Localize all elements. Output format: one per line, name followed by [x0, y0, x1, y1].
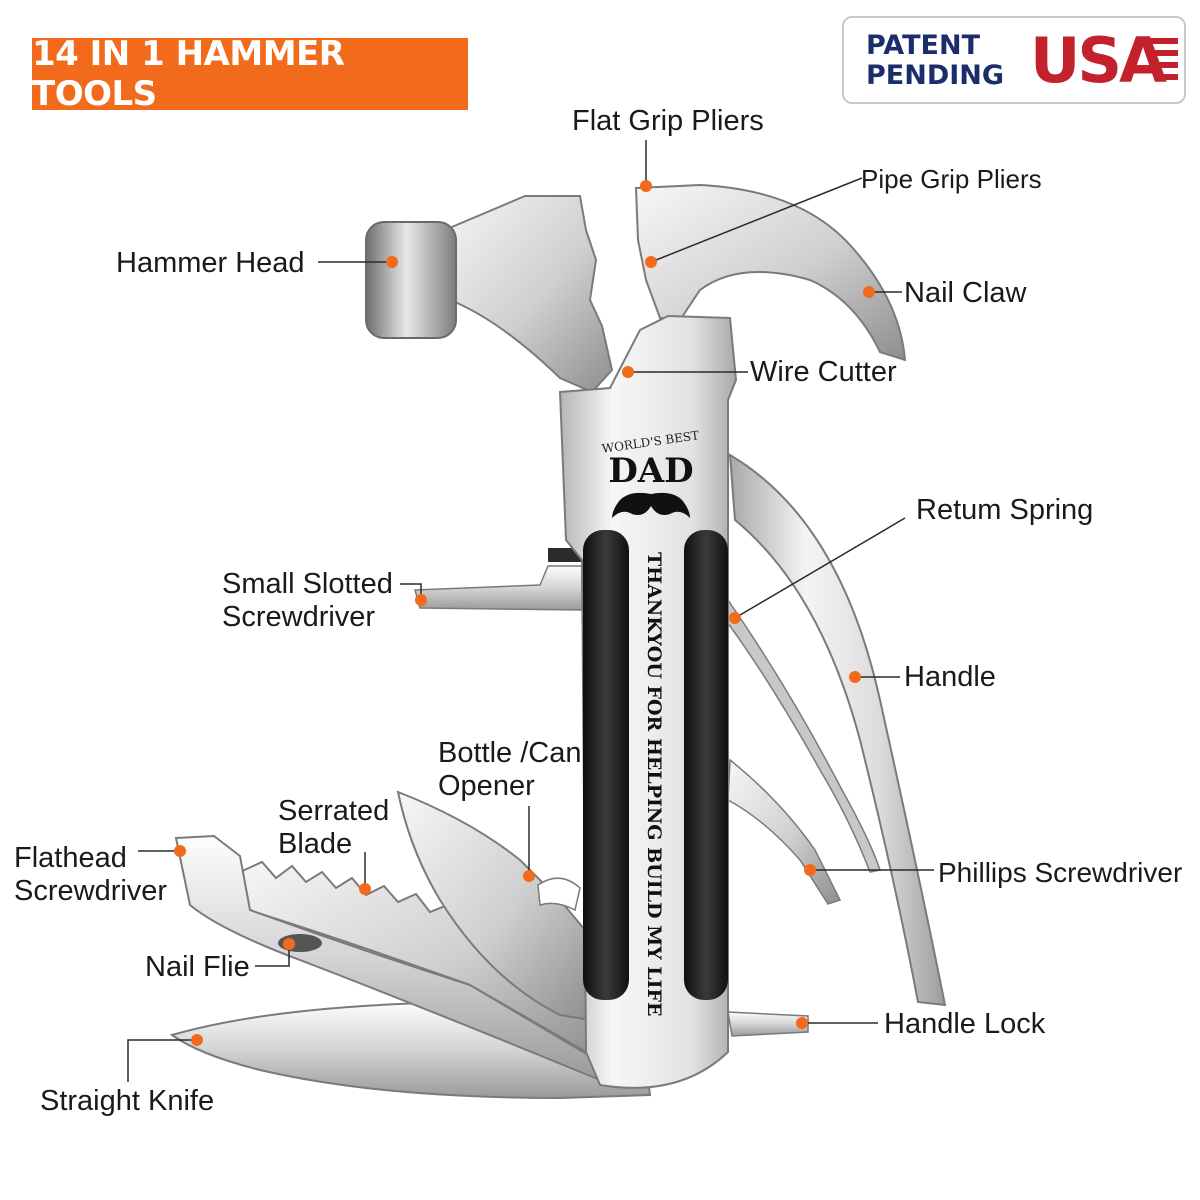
- marker-return-spring: [729, 612, 741, 624]
- label-serrated-line-1: Serrated: [278, 795, 390, 827]
- label-return-spring: Retum Spring: [916, 494, 1094, 526]
- label-serrated-line-2: Blade: [278, 828, 353, 860]
- label-bottle-line-2: Opener: [438, 770, 535, 802]
- mustache-icon: [612, 492, 690, 518]
- pliers-jaw: [634, 183, 907, 362]
- label-serrated-blade: Serrated Blade: [278, 795, 389, 861]
- label-bottle-can-opener: Bottle /Can Opener: [438, 737, 581, 803]
- marker-nail-file: [283, 938, 295, 950]
- label-wire-cutter: Wire Cutter: [750, 356, 897, 388]
- label-small-slotted-screwdriver: Small Slotted Screwdriver: [222, 568, 393, 634]
- label-nail-file: Nail Flie: [145, 951, 250, 983]
- label-small-slotted-line-1: Small Slotted: [222, 568, 393, 600]
- tool-illustration: WORLD'S BEST DAD THANKYOU FOR HELPING BU…: [169, 183, 947, 1100]
- marker-handle-lock: [796, 1017, 808, 1029]
- title-banner: 14 IN 1 HAMMER TOOLS: [32, 34, 468, 114]
- marker-phillips-screwdriver: [804, 864, 816, 876]
- label-pipe-grip-pliers: Pipe Grip Pliers: [861, 164, 1042, 194]
- label-nail-claw: Nail Claw: [904, 277, 1027, 309]
- small-slotted-screwdriver-tool: [414, 565, 583, 611]
- marker-serrated-blade: [359, 883, 371, 895]
- callout-markers: [174, 180, 875, 1046]
- label-handle: Handle: [904, 661, 996, 693]
- engraving-message: THANKYOU FOR HELPING BUILD MY LIFE: [643, 552, 665, 1017]
- label-flathead-screwdriver: Flathead Screwdriver: [14, 842, 167, 908]
- return-spring: [721, 598, 881, 873]
- patent-line-1: PATENT: [866, 30, 980, 61]
- marker-nail-claw: [863, 286, 875, 298]
- handle-lock-tool: [727, 1011, 809, 1037]
- flag-stripes-icon: [1144, 38, 1178, 80]
- label-bottle-line-1: Bottle /Can: [438, 737, 582, 769]
- handle-arm: [728, 453, 947, 1007]
- label-handle-lock: Handle Lock: [884, 1008, 1046, 1040]
- marker-bottle-opener: [523, 870, 535, 882]
- patent-line-2: PENDING: [866, 60, 1005, 91]
- label-phillips-screwdriver: Phillips Screwdriver: [938, 857, 1183, 888]
- label-straight-knife: Straight Knife: [40, 1085, 215, 1117]
- marker-flat-grip-pliers: [640, 180, 652, 192]
- flathead-screwdriver-tool: [174, 834, 601, 1082]
- label-hammer-head: Hammer Head: [116, 247, 305, 279]
- grip-left: [583, 530, 629, 1000]
- marker-handle: [849, 671, 861, 683]
- label-small-slotted-line-2: Screwdriver: [222, 601, 376, 633]
- grip-right: [684, 530, 728, 1000]
- marker-flathead-screwdriver: [174, 845, 186, 857]
- hammer-head-face: [365, 221, 457, 339]
- hammer-upper-head: [438, 195, 614, 394]
- marker-pipe-grip-pliers: [645, 256, 657, 268]
- label-flathead-line-1: Flathead: [14, 842, 127, 874]
- label-flat-grip-pliers: Flat Grip Pliers: [572, 105, 764, 137]
- marker-hammer-head: [386, 256, 398, 268]
- marker-small-slotted-screwdriver: [415, 594, 427, 606]
- patent-pending-badge: PATENT PENDING USA: [842, 16, 1186, 104]
- bottle-opener-blade: [396, 790, 592, 1022]
- marker-straight-knife: [191, 1034, 203, 1046]
- phillips-screwdriver-tool: [727, 758, 842, 905]
- engraving-title: DAD: [608, 451, 693, 491]
- label-flathead-line-2: Screwdriver: [14, 875, 168, 907]
- leader-lines: [127, 140, 934, 1082]
- marker-wire-cutter: [622, 366, 634, 378]
